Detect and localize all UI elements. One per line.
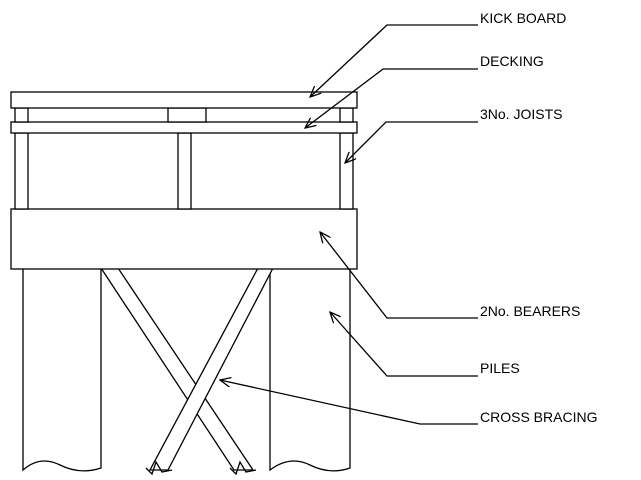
joists bbox=[14, 132, 354, 210]
kick-board bbox=[10, 91, 358, 123]
brace-break-left bbox=[145, 460, 173, 476]
leader-decking bbox=[305, 68, 478, 128]
kick-block-right bbox=[339, 107, 354, 123]
label-decking: DECKING bbox=[480, 53, 544, 69]
kick-board-plank bbox=[10, 91, 358, 109]
joist-middle bbox=[177, 132, 192, 210]
kick-block-left bbox=[14, 107, 29, 123]
leader-bearers bbox=[320, 232, 478, 319]
label-kick-board: KICK BOARD bbox=[480, 10, 566, 26]
leader-joists bbox=[345, 121, 478, 163]
label-joists: 3No. JOISTS bbox=[480, 106, 562, 122]
label-bearers: 2No. BEARERS bbox=[480, 303, 580, 319]
leader-kick-board bbox=[310, 24, 478, 97]
label-piles: PILES bbox=[480, 360, 520, 376]
label-cross-bracing: CROSS BRACING bbox=[480, 409, 597, 425]
leader-cross-bracing bbox=[220, 380, 478, 425]
joist-right bbox=[339, 132, 354, 210]
brace-break-right bbox=[229, 460, 257, 476]
leader-piles bbox=[330, 312, 478, 377]
left-pile bbox=[22, 268, 102, 472]
kick-block-middle bbox=[167, 107, 207, 123]
joist-left bbox=[14, 132, 29, 210]
leader-lines bbox=[220, 24, 478, 425]
cross-bracing bbox=[99, 267, 275, 476]
right-pile bbox=[269, 268, 351, 472]
bearers bbox=[10, 208, 358, 270]
